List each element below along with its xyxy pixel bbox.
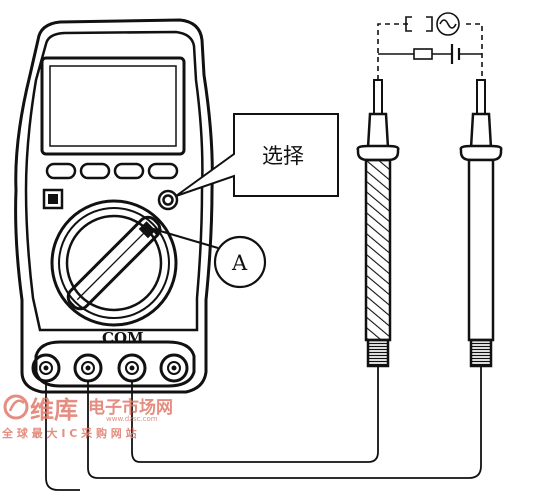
hold-button[interactable] xyxy=(42,188,64,210)
marker-a-label: A xyxy=(231,251,248,275)
function-buttons[interactable] xyxy=(45,162,179,180)
lead-jack1 xyxy=(45,381,80,491)
function-button-1[interactable] xyxy=(45,162,77,180)
watermark-site-name: 电子市场网 xyxy=(88,397,173,418)
lcd-display xyxy=(40,56,186,156)
test-leads xyxy=(45,366,482,491)
resistor-icon xyxy=(413,48,433,60)
watermark-slogan: 全 球 最 大 I C 采 购 网 站 xyxy=(1,426,137,440)
watermark-url: www.dzsc.com xyxy=(106,415,158,423)
function-button-3[interactable] xyxy=(113,162,145,180)
jack-4[interactable] xyxy=(159,353,189,383)
watermark-logo-icon xyxy=(3,394,29,420)
jack-2[interactable] xyxy=(73,353,103,383)
marker-a: A xyxy=(149,227,267,289)
jack-com[interactable] xyxy=(117,353,147,383)
function-button-2[interactable] xyxy=(79,162,111,180)
lead-red xyxy=(87,366,482,479)
probe-red[interactable] xyxy=(459,79,503,368)
ac-source-icon xyxy=(436,12,460,36)
multimeter-body xyxy=(14,18,214,394)
select-callout: 选择 xyxy=(175,113,339,197)
rotary-dial[interactable] xyxy=(50,199,178,327)
input-jack-panel xyxy=(34,340,196,388)
probe-black[interactable] xyxy=(356,79,400,368)
test-circuit xyxy=(377,12,483,80)
watermark-brand: 维库 xyxy=(30,396,78,424)
input-jacks[interactable] xyxy=(31,353,189,383)
function-button-4[interactable] xyxy=(147,162,179,180)
lead-black xyxy=(131,366,379,463)
watermark: 维库 电子市场网 www.dzsc.com 全 球 最 大 I C 采 购 网 … xyxy=(1,394,173,440)
select-button[interactable] xyxy=(157,189,179,211)
com-label: COM xyxy=(102,329,144,347)
select-callout-label: 选择 xyxy=(262,144,304,168)
